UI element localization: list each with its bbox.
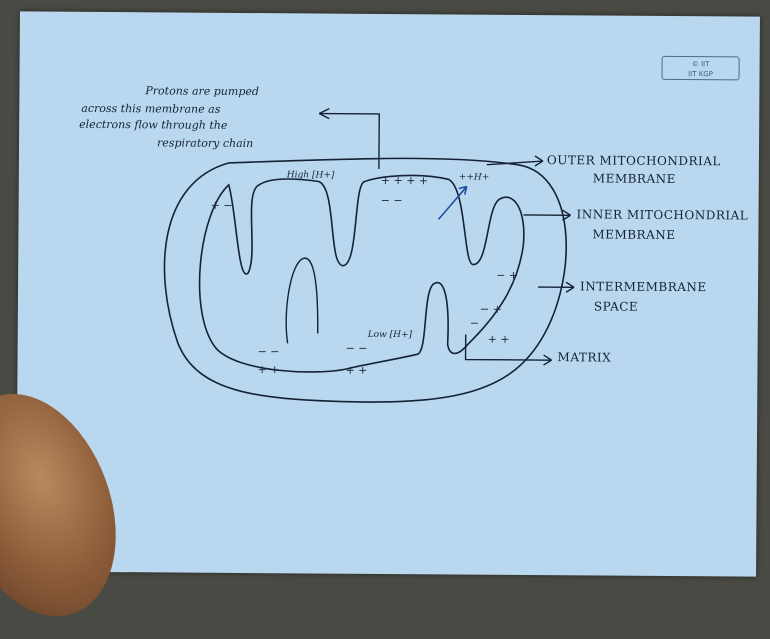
notebook-page: © IIT IIT KGP Protons are pumped across …: [16, 11, 760, 576]
crista: [286, 258, 318, 344]
photo-scene: © IIT IIT KGP Protons are pumped across …: [0, 0, 770, 583]
note-arrow: [319, 114, 379, 169]
outer-membrane: [164, 157, 567, 404]
mitochondrion-diagram: [16, 11, 760, 576]
inner-membrane: [199, 174, 524, 373]
matrix-arrow: [466, 335, 552, 361]
